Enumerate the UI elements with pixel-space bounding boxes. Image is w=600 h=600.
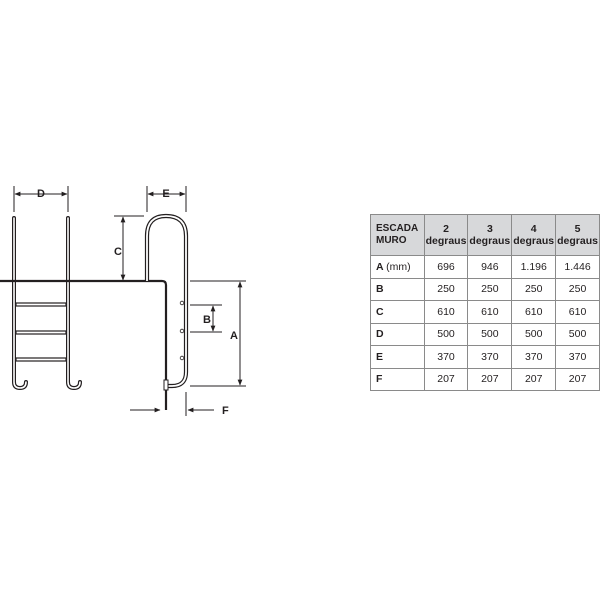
column-header-5: 5 degraus — [555, 214, 600, 256]
table-cell: 610 — [511, 300, 557, 324]
table-row-e: E 370 370 370 370 — [370, 345, 600, 369]
table-cell: 250 — [467, 277, 513, 301]
dimension-f — [130, 392, 214, 416]
table-cell: 1.446 — [555, 255, 600, 279]
table-cell: 696 — [423, 255, 469, 279]
table-cell: 370 — [467, 345, 513, 369]
table-cell: 207 — [511, 367, 557, 391]
column-header-3: 3 degraus — [467, 214, 513, 256]
column-count: 3 — [486, 223, 493, 235]
row-label-d: D — [370, 322, 425, 346]
table-cell: 250 — [555, 277, 600, 301]
dimension-d — [13, 186, 69, 212]
column-unit: degraus — [513, 235, 555, 247]
table-row-f: F 207 207 207 207 — [370, 367, 600, 391]
column-count: 5 — [574, 223, 581, 235]
column-header-2: 2 degraus — [423, 214, 469, 256]
dimension-label-d: D — [37, 188, 45, 200]
dimension-b — [190, 304, 222, 333]
pool-wall-side — [84, 279, 168, 410]
dimension-label-f: F — [222, 405, 229, 417]
table-cell: 207 — [423, 367, 469, 391]
table-cell: 610 — [555, 300, 600, 324]
ladder-dimensions-table: ESCADA MURO 2 degraus 3 degraus 4 degrau… — [370, 214, 600, 391]
table-cell: 500 — [467, 322, 513, 346]
column-unit: degraus — [469, 235, 511, 247]
dimension-c — [114, 215, 144, 281]
table-cell: 207 — [555, 367, 600, 391]
table-cell: 500 — [555, 322, 600, 346]
table-cell: 370 — [423, 345, 469, 369]
dimension-label-a: A — [230, 330, 238, 342]
column-unit: degraus — [425, 235, 467, 247]
row-letter: A — [376, 260, 384, 273]
row-label-c: C — [370, 300, 425, 324]
row-label-f: F — [370, 367, 425, 391]
dimension-label-e: E — [162, 188, 169, 200]
column-count: 4 — [530, 223, 537, 235]
table-cell: 610 — [423, 300, 469, 324]
table-cell: 250 — [423, 277, 469, 301]
table-row-c: C 610 610 610 610 — [370, 300, 600, 324]
table-cell: 946 — [467, 255, 513, 279]
row-label-a: A (mm) — [370, 255, 425, 279]
front-view-ladder — [12, 216, 82, 391]
table-cell: 500 — [423, 322, 469, 346]
column-unit: degraus — [557, 235, 598, 247]
row-unit: (mm) — [386, 260, 411, 273]
dimension-e — [146, 186, 187, 212]
table-cell: 610 — [467, 300, 513, 324]
column-header-4: 4 degraus — [511, 214, 557, 256]
table-cell: 370 — [511, 345, 557, 369]
table-header-row: ESCADA MURO 2 degraus 3 degraus 4 degrau… — [370, 214, 600, 256]
table-row-b: B 250 250 250 250 — [370, 277, 600, 301]
table-cell: 250 — [511, 277, 557, 301]
table-corner-header: ESCADA MURO — [370, 214, 425, 256]
column-count: 2 — [443, 223, 449, 235]
table-row-d: D 500 500 500 500 — [370, 322, 600, 346]
table-row-a: A (mm) 696 946 1.196 1.446 — [370, 255, 600, 279]
dimension-a — [190, 280, 246, 387]
corner-line-2: MURO — [376, 235, 407, 246]
corner-line-1: ESCADA — [376, 223, 419, 234]
table-cell: 1.196 — [511, 255, 557, 279]
dimension-label-b: B — [203, 314, 211, 326]
row-label-b: B — [370, 277, 425, 301]
table-cell: 370 — [555, 345, 600, 369]
table-cell: 207 — [467, 367, 513, 391]
table-cell: 500 — [511, 322, 557, 346]
dimension-label-c: C — [114, 246, 122, 258]
side-view-ladder — [144, 213, 189, 391]
row-label-e: E — [370, 345, 425, 369]
